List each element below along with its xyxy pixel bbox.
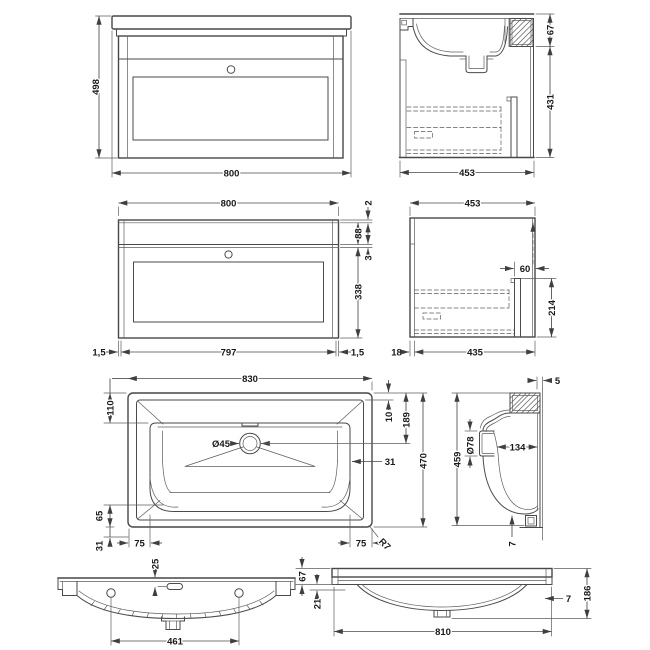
dim-right-gap: 1,5 xyxy=(351,348,365,359)
dim-wall-thickness: 7 xyxy=(566,594,571,605)
dim-slot-offset: 25 xyxy=(151,558,162,569)
rim-cut-hatch xyxy=(509,392,541,414)
drawer-knob xyxy=(226,65,236,74)
drawer-back-panel xyxy=(510,96,518,158)
drawer-panel xyxy=(132,76,329,141)
curve-ticks xyxy=(90,600,264,619)
overflow-channel xyxy=(479,430,495,457)
dim-worktop-height: 67 xyxy=(546,25,557,36)
dim-drawer-back-height: 214 xyxy=(547,299,558,316)
dim-basin-width: 830 xyxy=(242,374,258,385)
dim-overflow-diameter: Ø78 xyxy=(466,437,477,455)
dim-basin-depth: 470 xyxy=(419,453,430,469)
basin-underside-view: 25 461 xyxy=(57,557,296,649)
dim-drain-offset: 189 xyxy=(402,412,413,428)
dim-cabinet-width: 800 xyxy=(224,169,240,180)
dim-left-gap: 1,5 xyxy=(92,348,106,359)
dim-basin-height: 459 xyxy=(453,452,464,468)
waste-fitting xyxy=(525,515,537,527)
cabinet-front-view: 498 800 xyxy=(90,15,352,181)
basin-bowl-section xyxy=(412,25,509,74)
dim-lip: 21 xyxy=(313,598,324,609)
dim-wall-gap: 5 xyxy=(555,376,561,387)
dim-hole-spacing: 461 xyxy=(167,636,184,647)
dim-rim-height: 67 xyxy=(298,571,309,582)
dim-corner-left: 75 xyxy=(134,538,145,549)
right-wing xyxy=(275,577,296,596)
dim-wall-thickness: 7 xyxy=(508,541,519,546)
dim-apron: 88 xyxy=(354,228,365,239)
dim-cabinet-height: 498 xyxy=(91,79,102,95)
dim-body-width: 800 xyxy=(221,199,237,210)
dim-basin-width: 810 xyxy=(435,627,451,638)
drawer-panel xyxy=(133,261,324,323)
cabinet-front-dimension-view: 800 2 88 3 338 1,5 797 1,5 xyxy=(91,197,376,360)
dim-front-rim: 110 xyxy=(106,400,117,415)
dim-front-thickness: 18 xyxy=(391,348,402,359)
drain-section xyxy=(468,55,485,69)
dim-side-rim: 31 xyxy=(385,457,396,468)
drain-fitting xyxy=(161,616,185,630)
dim-inner-width: 797 xyxy=(221,348,237,359)
bowl-wall xyxy=(482,455,539,515)
dim-body-height: 431 xyxy=(546,93,557,110)
basin-front-view: 67 21 810 7 186 xyxy=(295,557,595,639)
dim-rim: 10 xyxy=(384,412,395,423)
dim-inner-depth: 134 xyxy=(510,442,527,453)
basin-side-section-view: 5 459 xyxy=(451,374,562,547)
bowl-outline xyxy=(149,422,351,512)
cabinet-side-dimension-view: 453 60 214 18 435 xyxy=(390,197,559,360)
dim-inner-depth: 435 xyxy=(467,348,484,359)
drawer-hidden-lines xyxy=(414,289,515,334)
dim-edge-offset: 31 xyxy=(95,540,106,551)
drain-hole xyxy=(239,432,261,455)
dim-drawer-height: 338 xyxy=(354,284,365,300)
dim-top-lip: 2 xyxy=(364,200,375,205)
dim-cabinet-depth: 453 xyxy=(459,168,475,179)
dim-basin-height: 186 xyxy=(583,586,594,602)
left-wing xyxy=(57,577,78,596)
drawer-back-panel xyxy=(514,278,521,338)
bowl-underside xyxy=(356,583,528,612)
overflow-slot xyxy=(166,583,183,590)
overflow-slot xyxy=(241,422,259,427)
cabinet-side-section-view: 67 431 453 xyxy=(398,13,558,180)
drawer-hidden-lines xyxy=(406,106,502,154)
worktop-cut-hatch xyxy=(509,18,534,47)
fixing-hole-right xyxy=(234,588,244,598)
dim-drain-diameter: Ø45 xyxy=(212,439,231,450)
basin-plan-view: 830 Ø45 110 10 189 xyxy=(93,373,431,554)
dim-bowl-edge: 65 xyxy=(95,510,106,521)
dim-corner-right: 75 xyxy=(356,538,367,549)
fixing-hole-left xyxy=(106,588,116,598)
dim-depth: 453 xyxy=(465,199,481,210)
drain-fitting xyxy=(433,610,451,618)
dim-gap: 3 xyxy=(364,255,375,260)
drawer-knob xyxy=(224,250,233,259)
dim-back-offset: 60 xyxy=(520,264,531,275)
